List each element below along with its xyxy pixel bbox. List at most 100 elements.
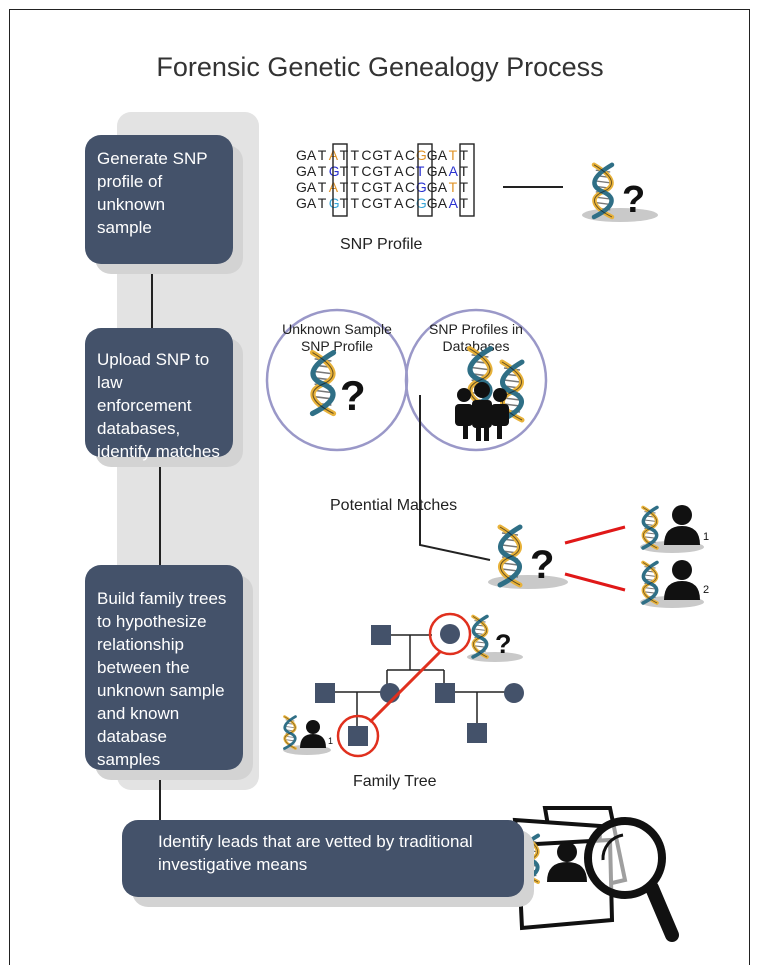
- venn-right-circle: [404, 308, 548, 452]
- people-group-icon: [455, 382, 509, 441]
- match-number-2: 2: [703, 584, 709, 596]
- snp-base: T: [383, 179, 392, 195]
- snp-base: T: [351, 179, 360, 195]
- investigation-icon: [512, 806, 679, 942]
- snp-base: G: [329, 195, 340, 211]
- snp-base: T: [340, 147, 349, 163]
- question-mark: ?: [530, 543, 554, 587]
- match-person-1: 1: [640, 505, 709, 553]
- snp-box-3: [459, 143, 475, 217]
- venn-to-matches-line: [419, 395, 491, 561]
- snp-base: T: [318, 163, 327, 179]
- snp-base: G: [372, 179, 383, 195]
- dna-icon: [309, 349, 337, 417]
- snp-base: A: [449, 163, 459, 179]
- snp-base: T: [460, 179, 469, 195]
- venn-left-icon: ?: [309, 349, 366, 419]
- magnifier-handle: [645, 881, 679, 942]
- snp-base: C: [361, 147, 371, 163]
- snp-base: C: [405, 179, 415, 195]
- dna-icon: [497, 524, 523, 588]
- snp-box-1: [332, 143, 348, 217]
- snp-base: T: [383, 163, 392, 179]
- snp-base: A: [307, 147, 317, 163]
- snp-base: A: [438, 163, 448, 179]
- snp-base: A: [438, 195, 448, 211]
- tree-node-grandfather: [371, 625, 391, 645]
- snp-base: T: [460, 163, 469, 179]
- question-mark: ?: [340, 372, 366, 419]
- snp-base: G: [329, 163, 340, 179]
- tree-sample-number: 1: [328, 736, 333, 746]
- step-generate-snp-profile: Generate SNP profile of unknown sample: [85, 135, 233, 264]
- match-line-2: [564, 572, 626, 592]
- dna-icon: [519, 833, 541, 885]
- unknown-sample-icon: ?: [582, 162, 658, 222]
- snp-base: A: [394, 147, 404, 163]
- tree-node-uncle-in-law: [315, 683, 335, 703]
- snp-base: A: [329, 147, 339, 163]
- snp-base: G: [372, 163, 383, 179]
- step-identify-leads: Identify leads that are vetted by tradit…: [122, 820, 524, 897]
- snp-base: G: [296, 179, 307, 195]
- venn-left-label-line1: Unknown Sample: [282, 321, 392, 337]
- dna-icon: [641, 505, 659, 550]
- tree-node-cousin: [467, 723, 487, 743]
- snp-base: T: [340, 163, 349, 179]
- snp-base: C: [361, 163, 371, 179]
- snp-base: T: [318, 179, 327, 195]
- tree-node-aunt-in-law: [504, 683, 524, 703]
- snp-base: G: [296, 163, 307, 179]
- diagram-title: Forensic Genetic Genealogy Process: [156, 52, 604, 82]
- snp-base: A: [307, 179, 317, 195]
- magnifier-lens: [584, 817, 666, 899]
- potential-matches-label: Potential Matches: [330, 497, 458, 514]
- snp-base: T: [460, 195, 469, 211]
- tree-unknown-icon: ?: [467, 614, 523, 662]
- snp-base: G: [296, 147, 307, 163]
- dna-icon: [466, 345, 494, 413]
- dna-icon: [591, 162, 615, 220]
- highlight-circle-bottom: [336, 714, 380, 758]
- snp-base: T: [383, 195, 392, 211]
- snp-base: G: [416, 147, 427, 163]
- snp-base: C: [361, 179, 371, 195]
- database-people-icon: [455, 345, 525, 441]
- step-build-family-trees: Build family trees to hypothesize relati…: [85, 565, 243, 770]
- snp-base: A: [394, 179, 404, 195]
- snp-base: T: [383, 147, 392, 163]
- figure-frame: [9, 9, 750, 965]
- snp-base: G: [372, 195, 383, 211]
- snp-base: A: [449, 195, 459, 211]
- snp-base: A: [438, 179, 448, 195]
- venn-left-label-line2: SNP Profile: [301, 338, 373, 354]
- snp-profile-label: SNP Profile: [340, 236, 423, 253]
- snp-base: T: [351, 163, 360, 179]
- tree-node-match-person: [348, 726, 368, 746]
- family-tree-label: Family Tree: [353, 773, 437, 790]
- snp-base: T: [351, 147, 360, 163]
- dna-icon: [641, 560, 659, 605]
- venn-right-label-line2: Databases: [443, 338, 510, 354]
- match-line-1: [564, 525, 626, 545]
- matches-unknown-icon: ?: [488, 524, 568, 589]
- snp-base: T: [449, 179, 458, 195]
- snp-base: T: [340, 179, 349, 195]
- snp-base: G: [416, 179, 427, 195]
- snp-base: A: [394, 163, 404, 179]
- dna-icon: [283, 715, 297, 750]
- snp-base: T: [318, 195, 327, 211]
- snp-base: T: [449, 147, 458, 163]
- snp-base: A: [329, 179, 339, 195]
- snp-base: T: [460, 147, 469, 163]
- snp-base: T: [318, 147, 327, 163]
- snp-base: G: [416, 195, 427, 211]
- snp-box-2: [417, 143, 433, 217]
- tree-sample-icon: 1: [283, 715, 333, 755]
- snp-base: T: [351, 195, 360, 211]
- snp-base: C: [405, 147, 415, 163]
- tree-node-father: [435, 683, 455, 703]
- snp-base: A: [438, 147, 448, 163]
- step-upload-snp: Upload SNP to law enforcement databases,…: [85, 328, 233, 461]
- question-mark: ?: [622, 179, 645, 221]
